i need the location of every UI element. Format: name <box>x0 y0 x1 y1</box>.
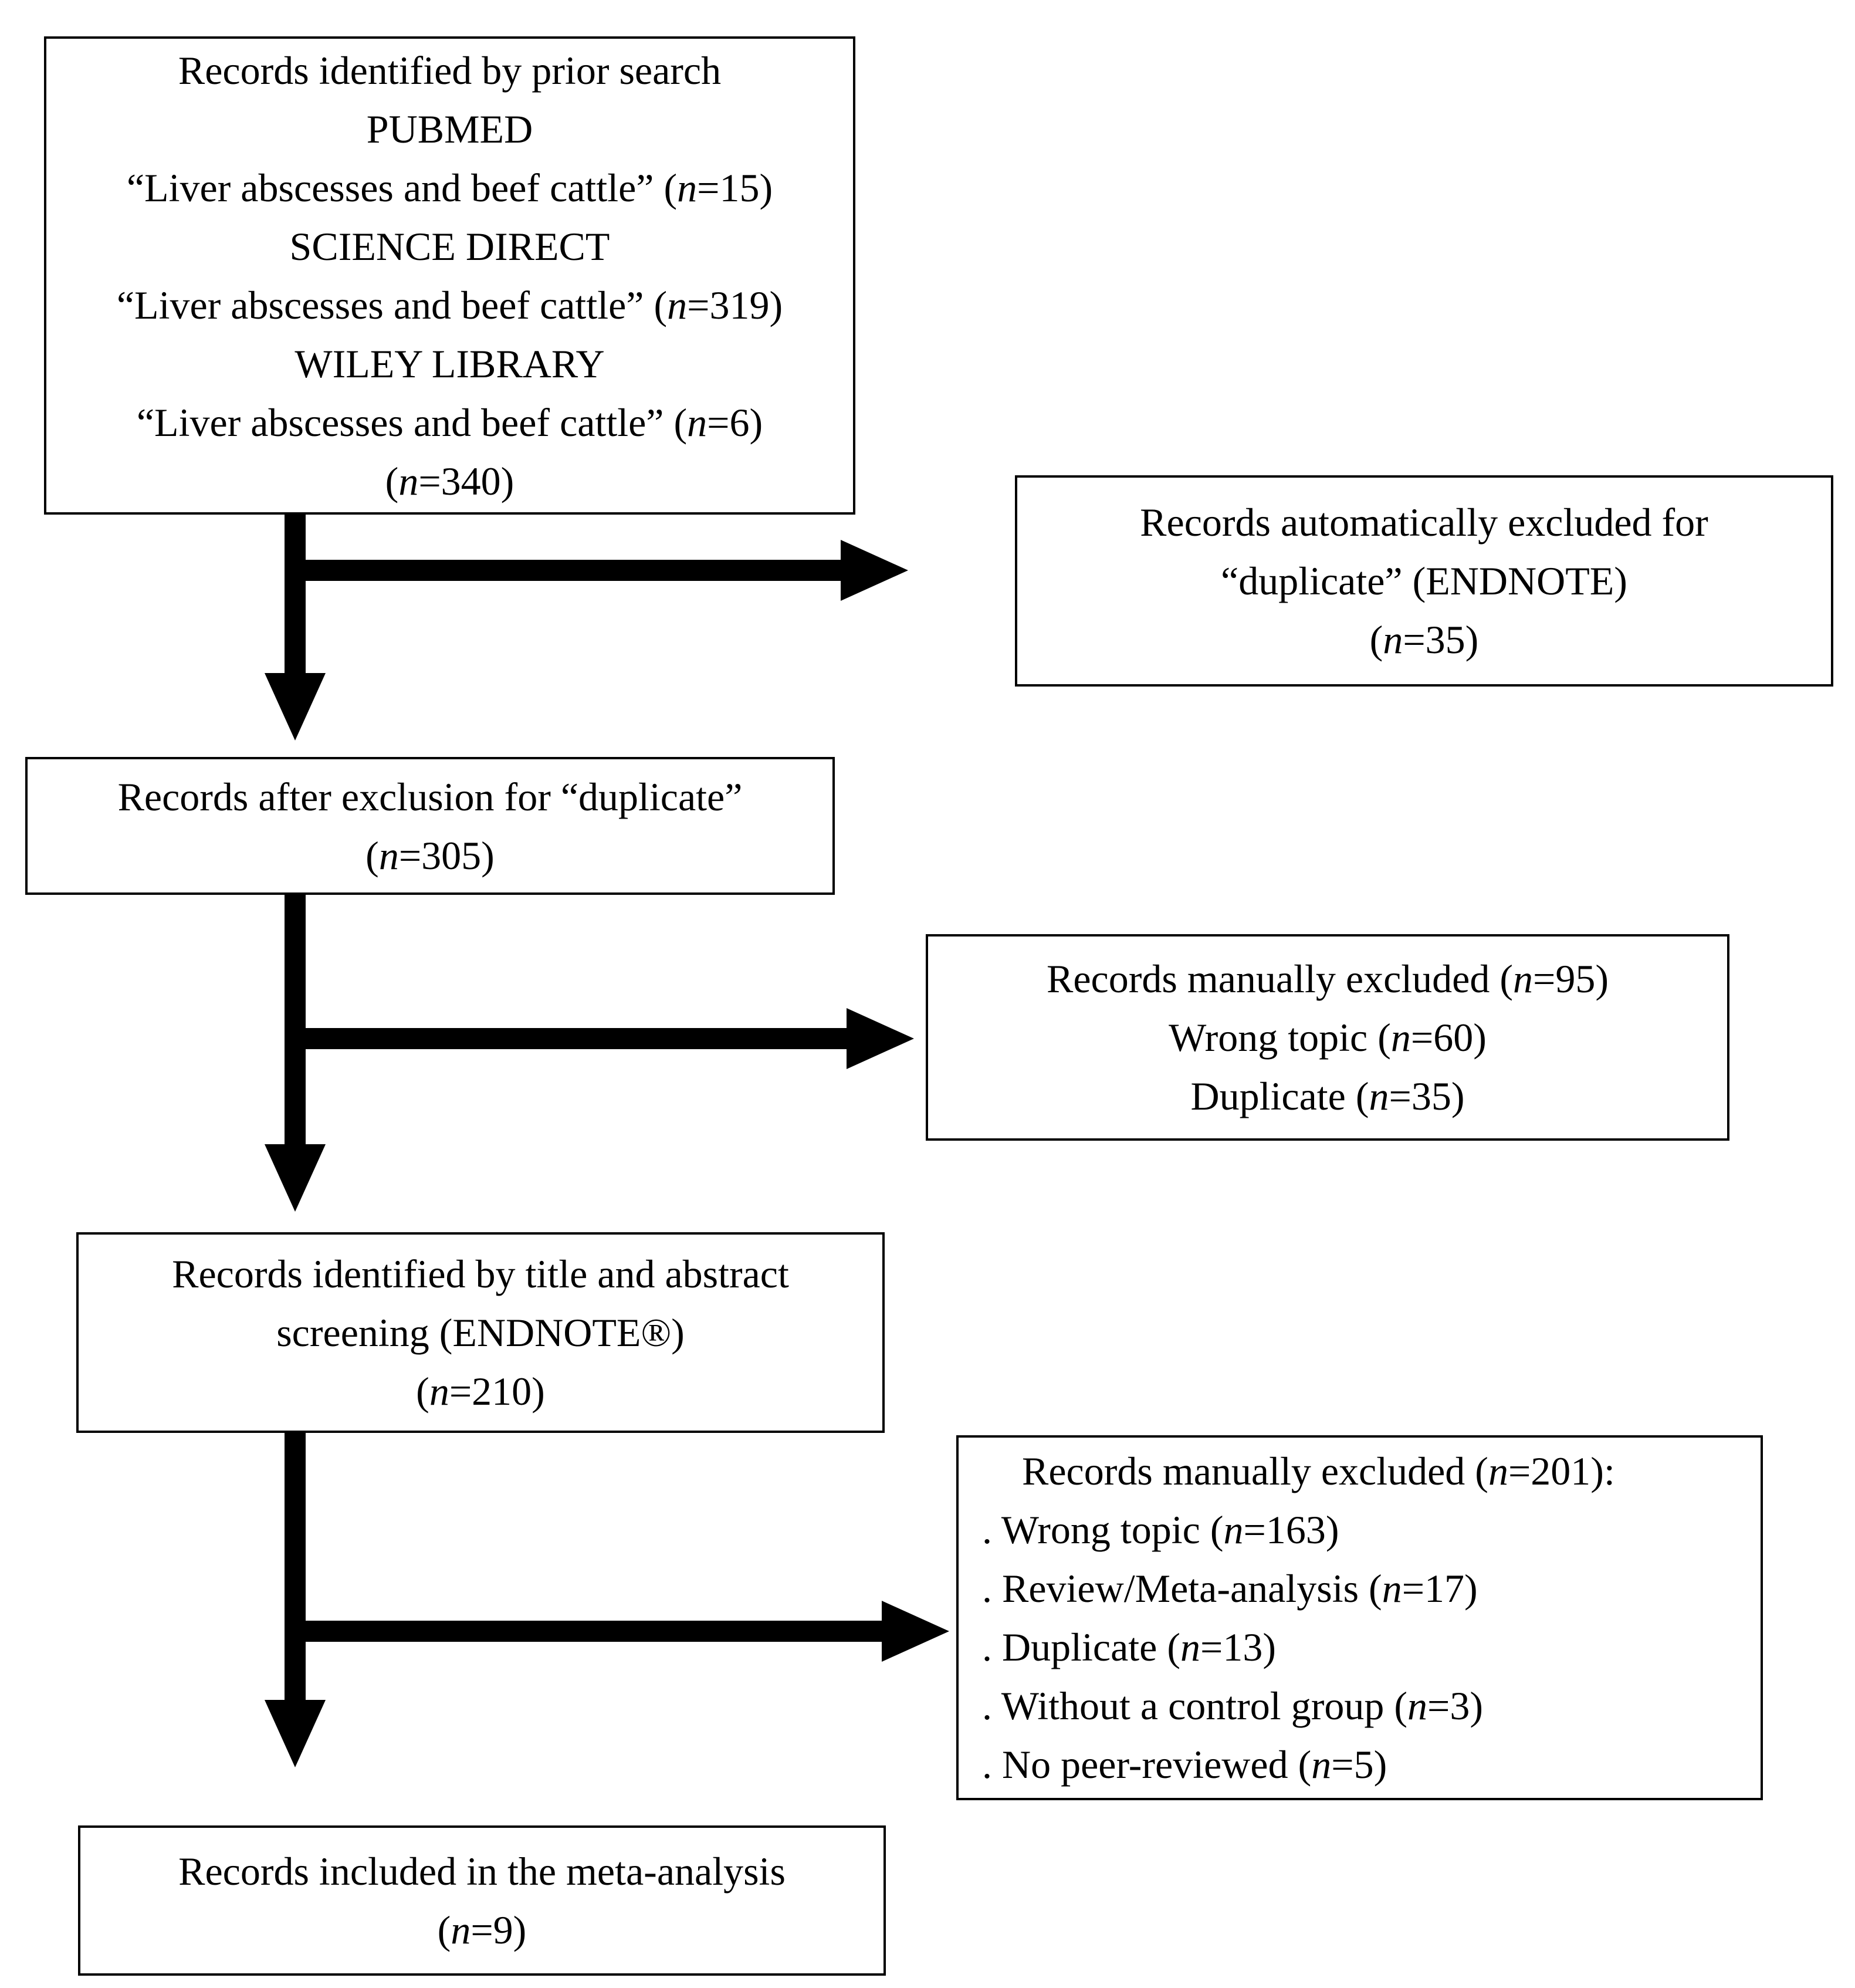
box-manually-excluded-95: Records manually excluded (n=95) Wrong t… <box>926 934 1729 1141</box>
text-line: Records manually excluded (n=201): <box>982 1449 1615 1493</box>
text-line: Wrong topic (n=60) <box>1169 1015 1487 1060</box>
arrowhead-down-3 <box>265 1700 326 1767</box>
arrowhead-right-3 <box>882 1601 949 1662</box>
text-line: . No peer-reviewed (n=5) <box>982 1742 1387 1787</box>
text-line: SCIENCE DIRECT <box>289 224 610 269</box>
text-line: (n=9) <box>437 1908 527 1952</box>
text-line: Records manually excluded (n=95) <box>1047 956 1609 1001</box>
text-line: . Without a control group (n=3) <box>982 1683 1483 1728</box>
arrowhead-down-2 <box>265 1144 326 1212</box>
arrow-shaft-horizontal-2 <box>295 1028 847 1049</box>
text-line: PUBMED <box>366 106 533 151</box>
text-line: . Wrong topic (n=163) <box>982 1507 1339 1552</box>
text-line: “Liver abscesses and beef cattle” (n=319… <box>116 282 783 327</box>
box-title-abstract-screening: Records identified by title and abstract… <box>76 1232 885 1433</box>
text-line: (n=35) <box>1369 617 1479 662</box>
text-line: (n=305) <box>365 833 495 878</box>
text-line: screening (ENDNOTE®) <box>276 1310 685 1355</box>
text-line: Records included in the meta-analysis <box>178 1849 786 1894</box>
text-line: “duplicate” (ENDNOTE) <box>1221 559 1627 603</box>
arrowhead-right-1 <box>841 540 908 601</box>
text-line: . Review/Meta-analysis (n=17) <box>982 1566 1478 1611</box>
text-line: Records identified by title and abstract <box>172 1252 789 1296</box>
text-line: . Duplicate (n=13) <box>982 1625 1276 1669</box>
arrow-shaft-vertical-1 <box>285 515 306 673</box>
arrow-shaft-vertical-2 <box>285 895 306 1144</box>
text-line: WILEY LIBRARY <box>295 341 605 386</box>
text-line: Records after exclusion for “duplicate” <box>117 774 743 819</box>
box-auto-excluded-duplicates: Records automatically excluded for “dupl… <box>1015 475 1833 687</box>
text-line: Records identified by prior search <box>178 48 722 93</box>
arrowhead-down-1 <box>265 673 326 741</box>
arrow-shaft-horizontal-1 <box>295 560 841 581</box>
text-line: “Liver abscesses and beef cattle” (n=6) <box>136 400 763 445</box>
text-line: (n=340) <box>385 458 514 503</box>
box-after-duplicate-exclusion: Records after exclusion for “duplicate” … <box>25 757 835 895</box>
text-line: “Liver abscesses and beef cattle” (n=15) <box>126 165 773 210</box>
box-manually-excluded-201: Records manually excluded (n=201): . Wro… <box>956 1435 1763 1800</box>
arrow-shaft-vertical-3 <box>285 1433 306 1700</box>
box-identification: Records identified by prior search PUBME… <box>44 36 855 515</box>
arrowhead-right-2 <box>847 1008 914 1069</box>
text-line: Duplicate (n=35) <box>1190 1074 1465 1118</box>
box-included-meta-analysis: Records included in the meta-analysis (n… <box>78 1825 886 1976</box>
text-line: (n=210) <box>416 1369 545 1414</box>
text-line: Records automatically excluded for <box>1140 500 1708 545</box>
arrow-shaft-horizontal-3 <box>295 1621 882 1642</box>
